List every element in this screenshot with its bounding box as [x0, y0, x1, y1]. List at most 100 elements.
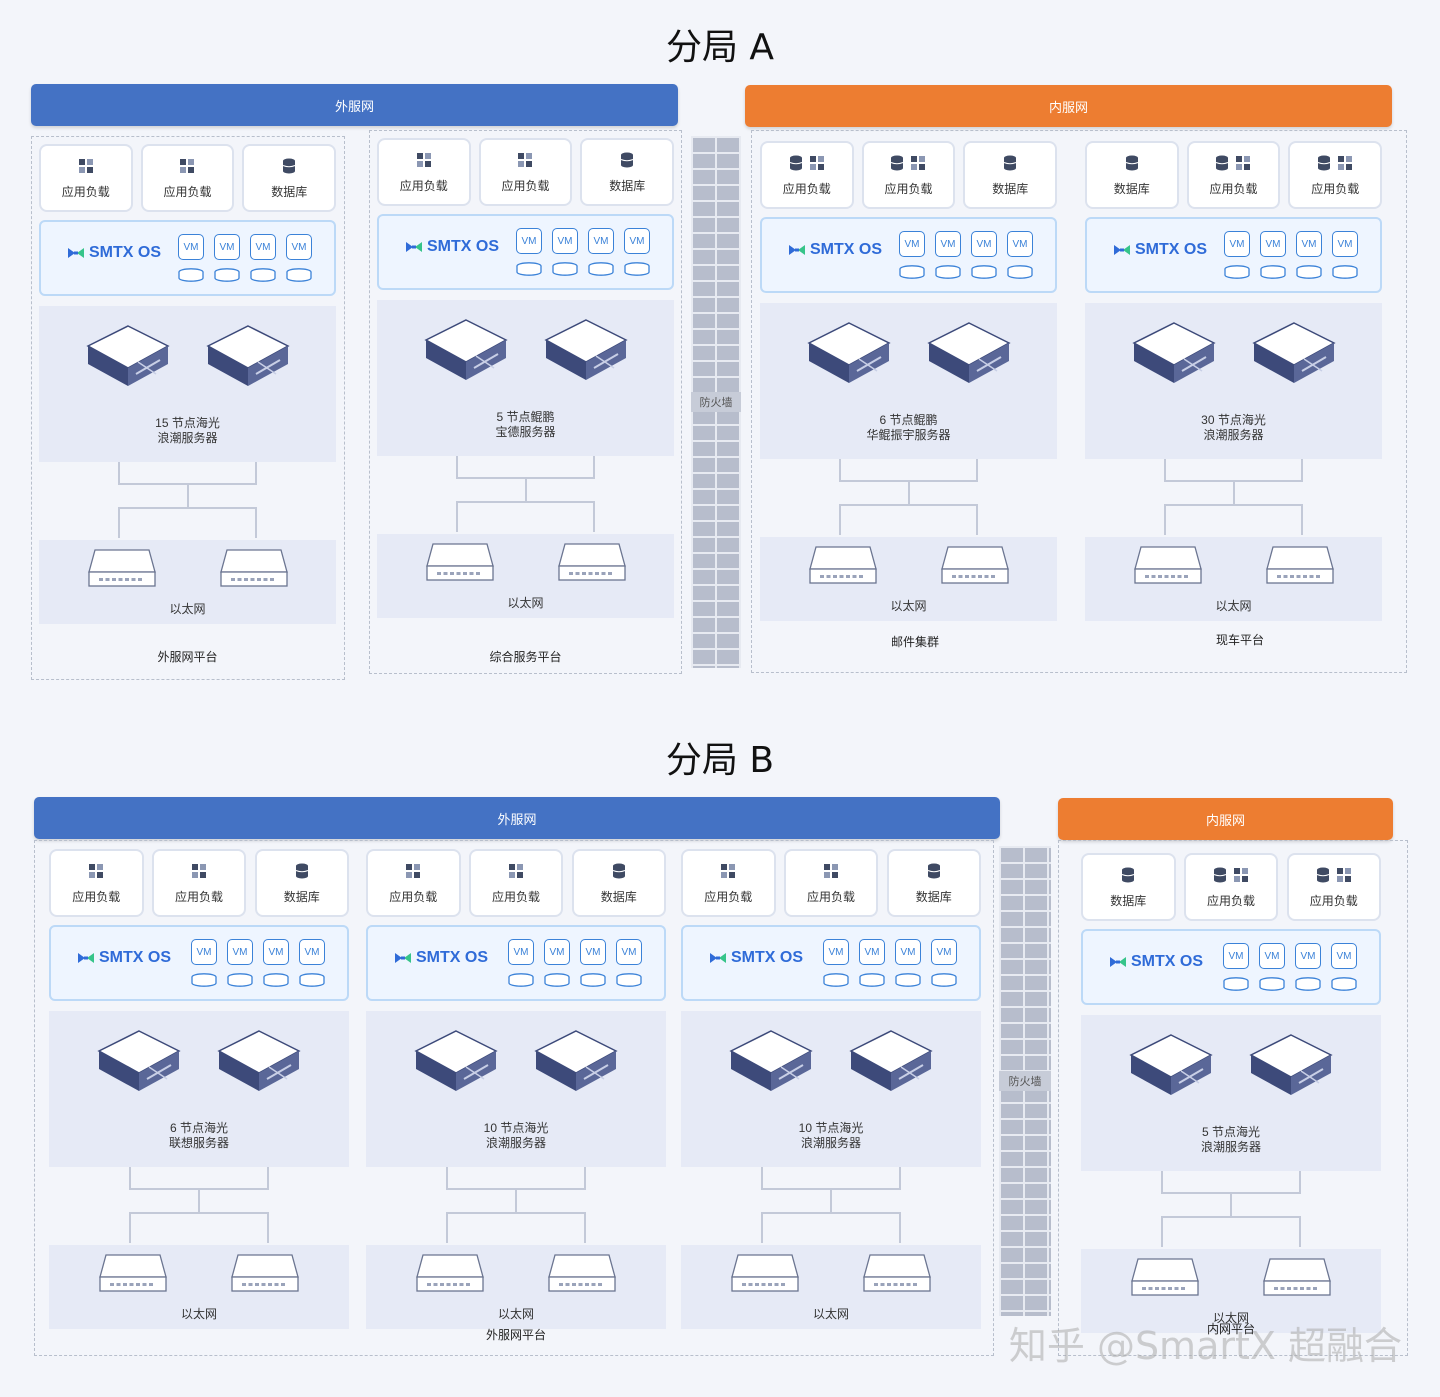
service-label: 应用负载 — [501, 178, 550, 193]
disk-icon — [1295, 977, 1321, 991]
connection-lines — [1085, 459, 1382, 535]
service-card: 数据库 — [886, 849, 981, 917]
disk-icon — [1296, 265, 1322, 279]
service-row: 数据库应用负载应用负载 — [1081, 853, 1381, 923]
switch-icon — [940, 545, 1010, 594]
server-label-line: 10 节点海光 — [798, 1121, 864, 1135]
ethernet-label: 以太网 — [1212, 1311, 1249, 1325]
ethernet-label: 以太网 — [890, 599, 927, 613]
disk-icon — [935, 265, 961, 279]
server-group — [1081, 1033, 1381, 1102]
firewall-label: 防火墙 — [691, 392, 741, 412]
connection-lines — [366, 1167, 666, 1243]
smtx-label: SMTX OS — [427, 238, 500, 255]
service-card: 数据库 — [1081, 853, 1176, 921]
service-card: 应用负载 — [1288, 141, 1382, 209]
vm-icon: VM — [1296, 231, 1322, 257]
server-label-line: 5 节点鲲鹏 — [496, 410, 555, 424]
service-label: 应用负载 — [1309, 893, 1358, 908]
server-icon — [85, 324, 170, 393]
vm-icon: VM — [552, 228, 578, 254]
server-label: 10 节点海光浪潮服务器 — [366, 1121, 666, 1151]
connection-lines — [49, 1167, 349, 1243]
service-card: 应用负载 — [681, 849, 776, 917]
disk-icon — [250, 268, 276, 282]
app-load-icon — [789, 154, 825, 172]
app-load-icon — [416, 151, 432, 169]
vm-icon: VM — [588, 228, 614, 254]
database-icon — [927, 862, 941, 880]
service-label: 数据库 — [915, 889, 952, 904]
server-icon — [423, 318, 508, 387]
service-card: 应用负载 — [468, 849, 564, 917]
platform-label: 外服网平台 — [157, 650, 218, 664]
disk-icon — [588, 262, 614, 276]
ethernet-label: 以太网 — [180, 1307, 217, 1321]
smtx-logo: SMTX OS — [1113, 241, 1207, 259]
switch-icon — [230, 1253, 300, 1302]
switch-group — [1085, 545, 1382, 594]
server-icon — [543, 318, 628, 387]
smtx-label: SMTX OS — [1135, 241, 1208, 258]
app-load-icon — [1316, 866, 1352, 884]
vm-icon: VM — [616, 939, 642, 965]
service-label: 应用负载 — [174, 889, 223, 904]
server-label: 6 节点鲲鹏华鲲振宇服务器 — [760, 413, 1057, 443]
server-group — [366, 1029, 666, 1098]
platform-label: 邮件集群 — [890, 635, 939, 649]
section-title: 分局 B — [665, 740, 775, 781]
vm-icon: VM — [1295, 943, 1321, 969]
watermark: 知乎 @SmartX 超融合 — [1008, 1324, 1402, 1368]
service-card: 数据库 — [963, 141, 1057, 209]
platform-boundary — [751, 130, 1407, 673]
server-label-line: 浪潮服务器 — [1203, 428, 1264, 442]
ethernet-label: 以太网 — [497, 1307, 534, 1321]
service-label: 应用负载 — [163, 184, 212, 199]
platform-label: 外服网平台 — [485, 1328, 546, 1342]
service-card: 应用负载 — [783, 849, 879, 917]
ethernet-area: 以太网 — [377, 534, 674, 618]
server-icon — [1131, 321, 1216, 390]
switch-icon — [415, 1253, 485, 1302]
connection-lines — [39, 462, 336, 538]
server-label-line: 浪潮服务器 — [157, 431, 218, 445]
service-label: 数据库 — [283, 889, 320, 904]
server-area: 6 节点鲲鹏华鲲振宇服务器 — [760, 303, 1057, 459]
service-row: 应用负载应用负载数据库 — [49, 849, 349, 919]
service-label: 应用负载 — [782, 181, 831, 196]
vm-icon: VM — [580, 939, 606, 965]
switch-icon — [1262, 1257, 1332, 1306]
disk-icon — [1332, 265, 1358, 279]
switch-icon — [862, 1253, 932, 1302]
app-load-icon — [88, 862, 104, 880]
service-label: 数据库 — [1113, 181, 1150, 196]
app-load-icon — [823, 862, 839, 880]
server-group — [49, 1029, 349, 1098]
service-card: 应用负载 — [377, 138, 471, 206]
service-label: 应用负载 — [806, 889, 855, 904]
server-label: 15 节点海光浪潮服务器 — [39, 416, 336, 446]
server-icon — [1249, 1033, 1333, 1102]
platform-label: 内网平台 — [1206, 1322, 1255, 1336]
switch-icon — [730, 1253, 800, 1302]
server-label-line: 浪潮服务器 — [1200, 1140, 1261, 1154]
vm-icon: VM — [250, 234, 276, 260]
app-load-icon — [179, 157, 195, 175]
service-label: 应用负载 — [884, 181, 933, 196]
connection-lines — [760, 459, 1057, 535]
database-icon — [1121, 866, 1135, 884]
switch-icon — [1133, 545, 1203, 594]
server-group — [1085, 321, 1382, 390]
ethernet-area: 以太网 — [49, 1245, 349, 1329]
ethernet-area: 以太网 — [1085, 537, 1382, 621]
vm-icon: VM — [1260, 231, 1286, 257]
switch-group — [377, 542, 674, 591]
disk-icon — [508, 973, 534, 987]
